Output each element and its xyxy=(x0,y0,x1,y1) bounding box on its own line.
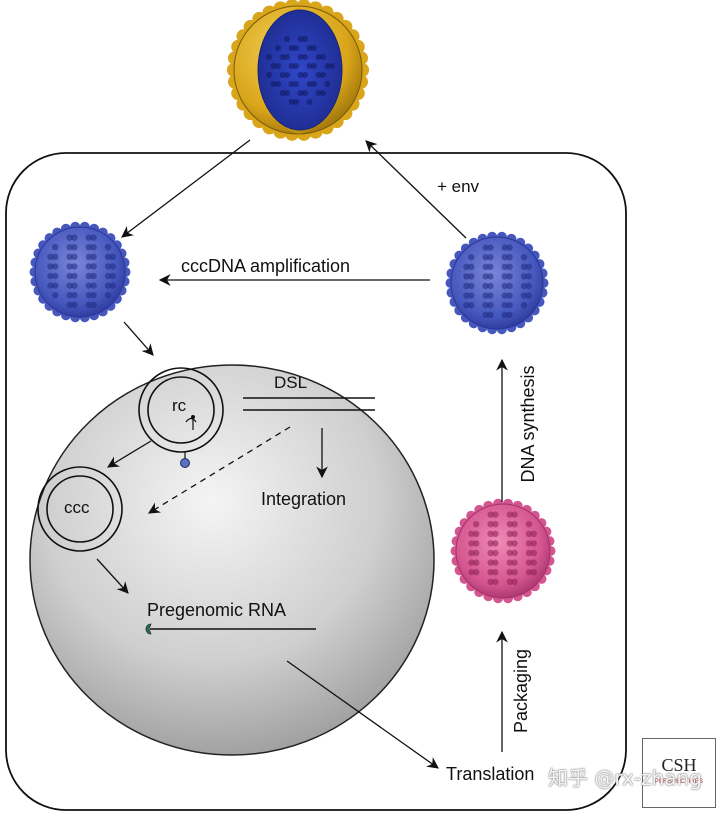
arrow-to-envelope xyxy=(365,140,467,239)
arrows xyxy=(96,139,508,769)
pgrna-capsid-icon xyxy=(450,498,556,604)
arrow-capsid-to-nucleus xyxy=(123,321,154,356)
dna-synthesis-label: DNA synthesis xyxy=(518,365,538,483)
watermark-text: 知乎 @rx-zhang xyxy=(548,766,702,790)
rc-label: rc xyxy=(172,396,187,415)
integration-label: Integration xyxy=(261,489,347,509)
capsid-left-icon xyxy=(29,221,131,323)
translation-label: Translation xyxy=(446,764,535,784)
arrow-virion-to-capsid xyxy=(121,139,251,238)
arrow-rc-to-ccc xyxy=(106,440,152,468)
ccc-label: ccc xyxy=(64,498,90,517)
logo-text: CSH xyxy=(661,755,697,775)
arrow-pgrna-to-translation xyxy=(286,660,439,769)
capsid-right-icon xyxy=(445,231,549,335)
pgrna-cap-icon xyxy=(145,623,152,635)
cccdna-amplification-label: cccDNA amplification xyxy=(181,256,351,276)
ccc-dna-icon xyxy=(37,466,123,552)
arrow-dsl-to-ccc xyxy=(148,426,291,514)
enveloped-virion-icon xyxy=(226,0,370,141)
logo-subtext: PERSPECTIVES xyxy=(654,779,704,785)
arrow-ccc-to-pgrna xyxy=(96,558,129,594)
nucleus xyxy=(29,364,435,756)
csh-perspectives-logo: CSH PERSPECTIVES xyxy=(642,738,716,808)
dsl-label: DSL xyxy=(274,373,308,392)
env-label: + env xyxy=(437,177,480,196)
packaging-label: Packaging xyxy=(511,648,531,734)
cell-membrane xyxy=(5,152,627,811)
rc-dna-icon xyxy=(138,367,224,468)
pregenomic-rna-label: Pregenomic RNA xyxy=(147,600,287,620)
